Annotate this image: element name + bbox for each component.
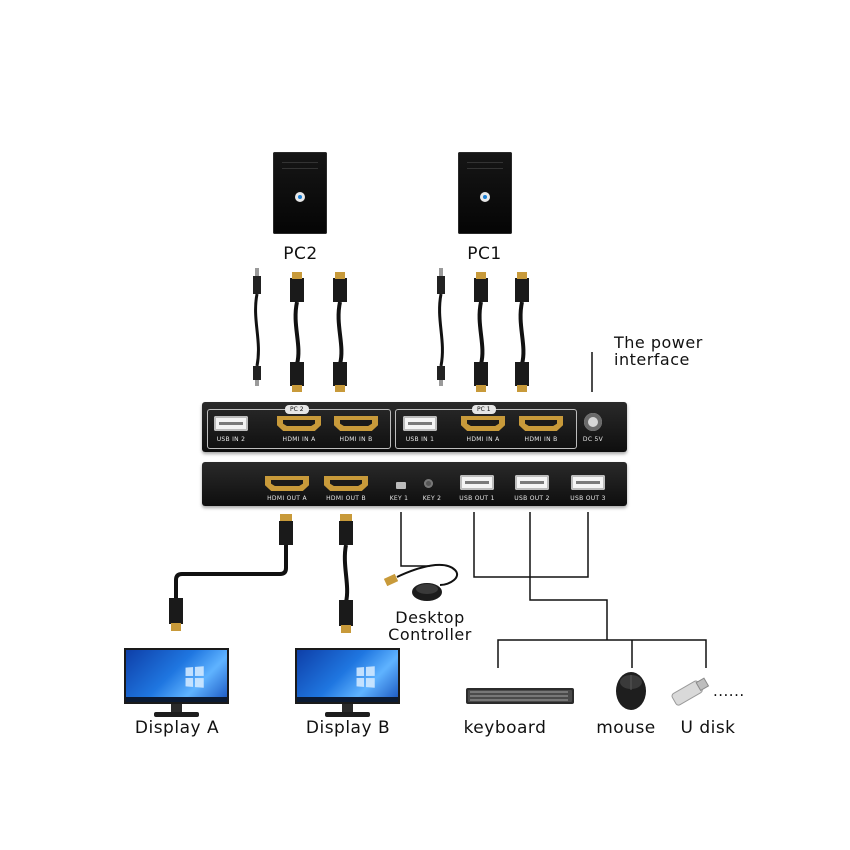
- port-label: USB OUT 1: [459, 495, 495, 502]
- port-label: USB IN 2: [216, 436, 246, 443]
- port-label: USB OUT 3: [570, 495, 606, 502]
- port-label: KEY 2: [422, 495, 442, 502]
- pc1-tower: [458, 152, 512, 234]
- pc1-hdmi-a-cable: [474, 272, 488, 392]
- port-label: HDMI OUT A: [267, 495, 307, 502]
- usb-in-2-port: [214, 416, 248, 431]
- u-disk-device: [671, 677, 710, 706]
- port-label: USB IN 1: [405, 436, 435, 443]
- display-a-label: Display A: [134, 718, 220, 738]
- kvm-input-panel: PC 2 PC 1 USB IN 2 HDMI IN A HDMI IN B U…: [202, 402, 627, 452]
- keyboard-device: [466, 688, 574, 704]
- display-b-label: Display B: [305, 718, 391, 738]
- windows-logo-icon: [356, 666, 375, 688]
- pc2-tower: [273, 152, 327, 234]
- hdmi-out-b-port: [324, 476, 368, 491]
- dc-power-port: [584, 413, 602, 431]
- usb-out-2-port: [515, 475, 549, 490]
- desktop-controller-label: Desktop Controller: [370, 609, 490, 643]
- hdmi-in-a-port: [461, 416, 505, 431]
- usb-out-1-port: [460, 475, 494, 490]
- hdmi-in-b-port: [519, 416, 563, 431]
- port-label: HDMI IN A: [466, 436, 500, 443]
- pc2-hdmi-a-cable: [290, 272, 304, 392]
- port-label: HDMI IN A: [282, 436, 316, 443]
- port-label: HDMI IN B: [524, 436, 558, 443]
- hdmi-in-a-port: [277, 416, 321, 431]
- port-label: KEY 1: [389, 495, 409, 502]
- u-disk-label: U disk: [680, 718, 736, 738]
- desktop-controller-line1: Desktop: [395, 608, 465, 627]
- hdmi-out-a-port: [265, 476, 309, 491]
- port-label: HDMI OUT B: [326, 495, 366, 502]
- pc2-usb-cable: [253, 268, 261, 386]
- port-label: USB OUT 2: [514, 495, 550, 502]
- pc2-hdmi-b-cable: [333, 272, 347, 392]
- more-devices-ellipsis: ......: [713, 682, 745, 700]
- usb-in-1-port: [403, 416, 437, 431]
- pc1-port-group: PC 1: [395, 405, 577, 449]
- pc2-group-tag: PC 2: [285, 405, 309, 414]
- pc-logo-icon: [480, 192, 490, 202]
- keyboard-label: keyboard: [463, 718, 547, 738]
- display-a-cable: [169, 514, 293, 631]
- power-label-line2: interface: [614, 350, 690, 369]
- pc1-label: PC1: [467, 244, 502, 264]
- pc1-usb-cable: [437, 268, 445, 386]
- port-label: DC 5V: [582, 436, 604, 443]
- hdmi-in-b-port: [334, 416, 378, 431]
- mouse-device: [616, 672, 646, 710]
- kvm-output-panel: HDMI OUT A HDMI OUT B KEY 1 KEY 2 USB OU…: [202, 462, 627, 506]
- port-label: HDMI IN B: [339, 436, 373, 443]
- mouse-label: mouse: [596, 718, 656, 738]
- pc1-group-tag: PC 1: [472, 405, 496, 414]
- power-interface-label: The power interface: [614, 334, 703, 368]
- desktop-controller-line2: Controller: [388, 625, 472, 644]
- usb-out-lines: [473, 512, 707, 668]
- pc1-hdmi-b-cable: [515, 272, 529, 392]
- key-button: [424, 479, 433, 488]
- key-1-port: [396, 482, 406, 489]
- pc2-label: PC2: [283, 244, 318, 264]
- pc-logo-icon: [295, 192, 305, 202]
- usb-out-3-port: [571, 475, 605, 490]
- key1-line: [400, 512, 430, 567]
- desktop-controller-device: [383, 563, 459, 601]
- windows-logo-icon: [185, 666, 204, 688]
- display-b-monitor: [295, 648, 400, 720]
- pc2-port-group: PC 2: [207, 405, 391, 449]
- display-b-cable: [339, 514, 353, 633]
- power-label-line1: The power: [614, 333, 703, 352]
- display-a-monitor: [124, 648, 229, 720]
